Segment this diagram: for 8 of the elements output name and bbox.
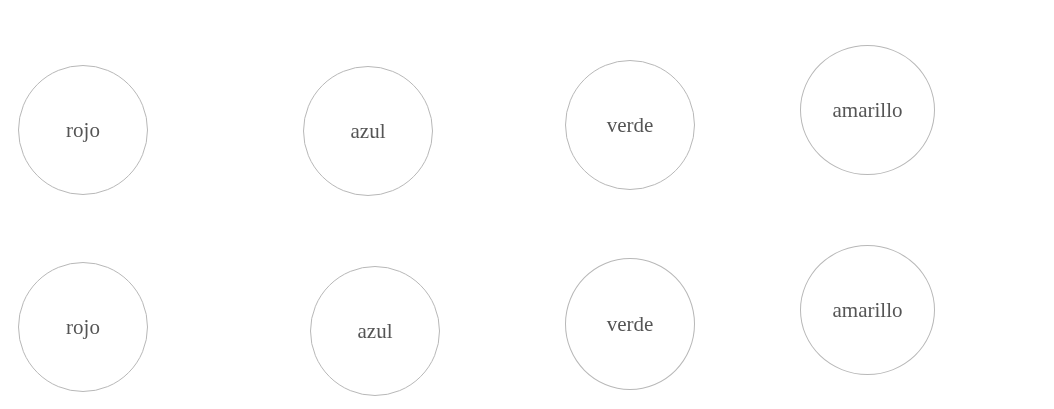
node-label: amarillo <box>832 97 903 123</box>
node-label: azul <box>350 118 386 144</box>
node-label: verde <box>606 311 654 337</box>
node-label: rojo <box>66 117 100 143</box>
node-label: amarillo <box>832 297 903 323</box>
node-label: verde <box>606 112 654 138</box>
node-label: azul <box>357 318 393 344</box>
node-label: rojo <box>66 314 100 340</box>
